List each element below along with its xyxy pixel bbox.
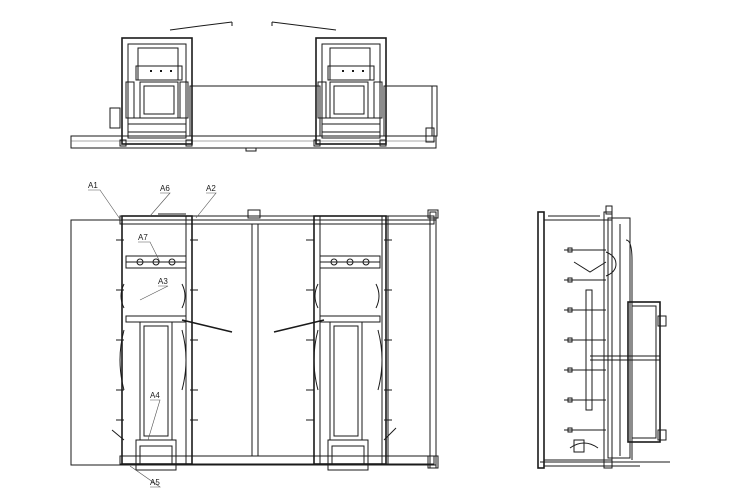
left-stall-rung-ticks <box>116 239 198 421</box>
callout-leaders <box>88 189 217 488</box>
callout-a3: A3 <box>158 277 168 286</box>
plan-view: A1 A6 A2 A7 A3 A4 A5 <box>70 181 439 488</box>
left-stall-plan <box>111 215 233 471</box>
callout-a1: A1 <box>88 181 98 190</box>
right-headgate-elevation <box>271 21 387 147</box>
right-stall-plan <box>273 215 397 471</box>
callout-a5: A5 <box>150 478 160 487</box>
callout-a6: A6 <box>160 184 170 193</box>
side-rungs <box>564 247 606 433</box>
front-elevation-view <box>70 21 438 152</box>
callout-a7: A7 <box>138 233 148 242</box>
side-elevation-view <box>537 205 670 469</box>
callout-a4: A4 <box>150 391 160 400</box>
left-headgate-elevation <box>119 21 233 147</box>
right-stall-rung-ticks <box>306 239 392 421</box>
callout-a2: A2 <box>206 184 216 193</box>
